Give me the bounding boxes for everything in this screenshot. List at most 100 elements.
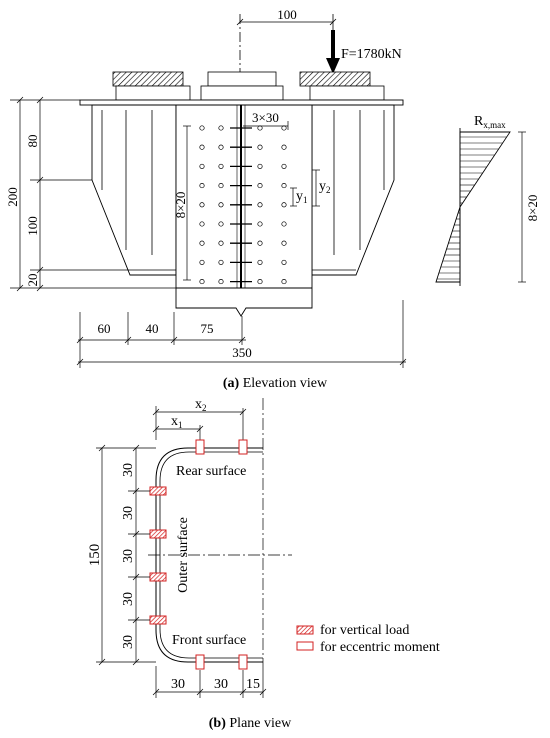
bolt-rows-label: 8×20 [173,192,188,219]
central-web-plate [175,104,313,317]
bolt-hole [257,221,263,227]
front-surface-label: Front surface [172,633,246,648]
left-bracket [91,104,177,276]
right-stiffeners [333,110,385,255]
load-arrow [326,30,340,74]
bolt-hole [199,202,205,208]
bolt-hole [257,279,263,285]
bottom-dim-3: 75 [201,321,214,336]
bolt-hole [199,125,205,131]
bolt-hole [199,183,205,189]
plane-view: x2 x1 [87,397,440,731]
bolt-hole [257,163,263,169]
y-distance-markers [290,169,320,207]
x1-label: x1 [171,414,183,430]
plane-width-dimensions [152,666,267,698]
bolt-hole [257,144,263,150]
total-width-label: 350 [232,345,252,360]
bolt-spacing-dimension [243,121,289,130]
bolt-hole [199,279,205,285]
spacing-5: 30 [121,635,136,649]
bottom-dim-1: 60 [98,321,111,336]
right-rows-label: 8×20 [525,195,540,222]
left-top-height: 80 [25,135,40,148]
plane-height-dimensions [96,444,156,666]
legend-moment-swatch [296,641,314,651]
spacing-3: 30 [121,549,136,563]
bolt-hole [199,221,205,227]
plane-bottom-dim-2: 30 [214,677,228,692]
x2-label: x2 [195,397,207,413]
load-label: F=1780kN [341,47,402,62]
center-pedestal-top [207,71,277,87]
bolt-hole [281,202,287,208]
bolt-hole [257,259,263,265]
eccentric-moment-bolts [195,439,248,670]
y2-label: y2 [319,179,331,195]
bolt-hole [281,144,287,150]
bolt-hole [257,240,263,246]
spacing-4: 30 [121,592,136,606]
spacing-1: 30 [121,463,136,477]
outer-surface-label: Outer surface [176,517,191,593]
bolt-hole [257,125,263,131]
bolt-hole [218,259,224,265]
bolt-hole [199,240,205,246]
plane-bottom-dim-1: 30 [171,677,185,692]
reaction-distribution [435,128,511,286]
legend-moment-label: for eccentric moment [320,640,440,655]
vertical-load-bolts [149,486,167,625]
elevation-view: 100 F=1780kN [5,7,540,391]
bolt-hole [257,183,263,189]
bolt-hole [218,183,224,189]
plane-bottom-dim-3: 15 [246,677,260,692]
spacing-2: 30 [121,506,136,520]
right-rows-dimension [518,131,526,283]
left-height-dimensions [10,96,176,292]
rx-max-label: Rx,max [474,114,506,130]
bolt-hole [281,279,287,285]
bolt-hole [281,163,287,169]
bolt-hole [218,144,224,150]
bolt-holes [199,125,287,285]
bolt-hole [218,279,224,285]
rear-surface-label: Rear surface [176,464,246,479]
load-offset-label: 100 [277,7,297,22]
bolt-hole [218,221,224,227]
bolt-hole [218,163,224,169]
bolt-hole [218,125,224,131]
bottom-width-dimensions [76,300,407,368]
legend: for vertical load for eccentric moment [296,623,440,655]
left-total-height: 200 [5,187,20,207]
bolt-hole [281,125,287,131]
top-plate [79,99,404,106]
bolt-rows-dimension [183,125,191,281]
y1-label: y1 [296,189,308,205]
load-offset-dimension [236,14,337,100]
left-bottom-height: 20 [25,274,40,287]
x-distance-markers [152,406,247,446]
bolt-center-marks [230,127,252,283]
caption-plane: (b) Plane view [209,716,292,731]
bolt-hole [281,240,287,246]
bolt-hole [218,240,224,246]
center-pedestal-base [200,85,284,101]
bearing-plate-right [299,71,371,87]
bolt-hole [218,202,224,208]
bolt-hole [199,163,205,169]
bolt-hole [281,221,287,227]
bolt-hole [199,259,205,265]
bearing-plate-left [112,71,184,87]
legend-vertical-label: for vertical load [320,623,409,638]
u-plate-outline [155,447,263,663]
bolt-hole [281,259,287,265]
bolt-hole [257,202,263,208]
bolt-spacing-label: 3×30 [252,110,279,125]
bearing-base-right [309,85,385,101]
left-stiffeners [101,110,153,255]
caption-elevation: (a) Elevation view [223,376,328,391]
bearing-base-left [115,85,191,101]
bolt-hole [281,183,287,189]
bottom-dim-2: 40 [146,321,159,336]
